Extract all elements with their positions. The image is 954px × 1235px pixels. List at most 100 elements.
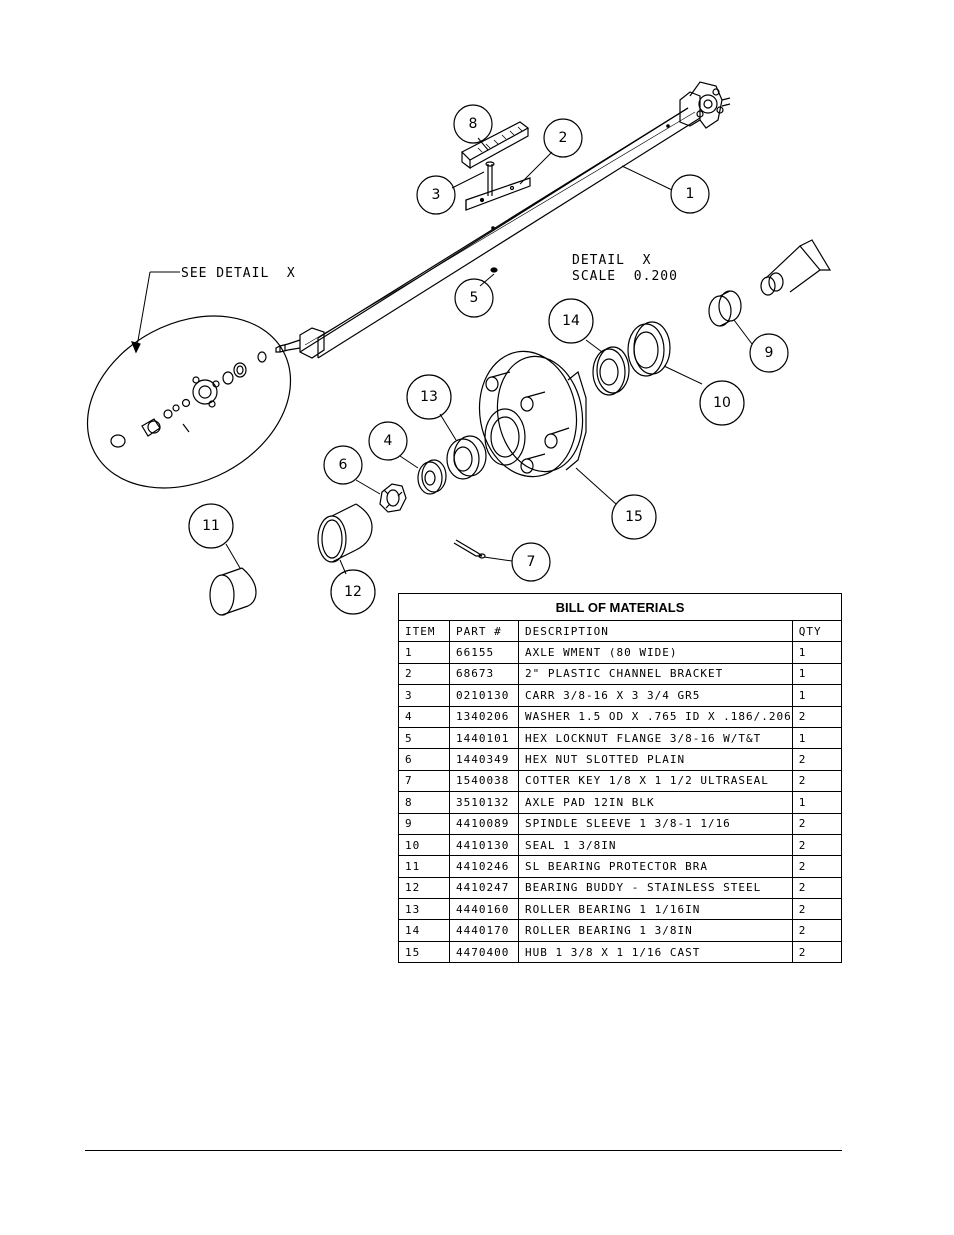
callout-10: 10 — [713, 395, 731, 411]
channel-bracket — [465, 177, 531, 211]
callout-14: 14 — [562, 313, 580, 329]
bom-cell-item: 10 — [398, 833, 450, 857]
callout-7: 7 — [527, 554, 536, 570]
bearing-protector — [209, 567, 257, 616]
bom-cell-item: 2 — [398, 662, 450, 686]
bom-cell-description: SEAL 1 3/8IN — [518, 833, 793, 857]
bom-cell-item: 13 — [398, 898, 450, 921]
bom-cell-description: AXLE PAD 12IN BLK — [518, 791, 793, 814]
bom-cell-qty: 2 — [791, 812, 843, 835]
bom-cell-qty: 2 — [791, 919, 843, 942]
detail-x-bubble — [86, 271, 292, 489]
hub — [478, 350, 587, 478]
bom-cell-item: 3 — [398, 684, 450, 707]
bom-cell-part: 1540038 — [449, 769, 519, 793]
bom-cell-description: HUB 1 3/8 X 1 1/16 CAST — [518, 940, 793, 964]
bill-of-materials-table: BILL OF MATERIALS ITEM PART # DESCRIPTIO… — [398, 593, 843, 964]
bom-cell-qty: 2 — [791, 748, 843, 771]
bom-header-item: ITEM — [398, 619, 450, 643]
bom-cell-item: 8 — [398, 791, 450, 814]
callout-6: 6 — [339, 457, 348, 473]
bom-cell-part: 4410246 — [449, 855, 519, 878]
bom-cell-qty: 2 — [791, 833, 843, 857]
bom-cell-part: 3510132 — [449, 791, 519, 814]
bom-cell-description: AXLE WMENT (80 WIDE) — [518, 641, 793, 664]
bom-cell-item: 11 — [398, 855, 450, 878]
footer-rule — [85, 1150, 842, 1151]
bom-cell-part: 4470400 — [449, 940, 519, 964]
locknut — [490, 267, 498, 273]
bom-cell-part: 68673 — [449, 662, 519, 686]
bom-cell-description: COTTER KEY 1/8 X 1 1/2 ULTRASEAL — [518, 769, 793, 793]
bom-header-part: PART # — [449, 619, 519, 643]
bom-cell-qty: 2 — [791, 876, 843, 900]
bom-cell-description: CARR 3/8-16 X 3 3/4 GR5 — [518, 684, 793, 707]
callout-9: 9 — [765, 345, 774, 361]
callout-circles — [188, 104, 789, 615]
bom-cell-part: 66155 — [449, 641, 519, 664]
bom-cell-part: 4410130 — [449, 833, 519, 857]
bom-header-row: ITEM PART # DESCRIPTION QTY — [398, 619, 843, 643]
bearing-buddy — [317, 503, 373, 563]
bom-cell-item: 12 — [398, 876, 450, 900]
bom-title: BILL OF MATERIALS — [398, 593, 842, 621]
callout-8: 8 — [469, 116, 478, 132]
bom-cell-description: SPINDLE SLEEVE 1 3/8-1 1/16 — [518, 812, 793, 835]
bom-cell-qty: 1 — [791, 684, 843, 707]
see-detail-note: SEE DETAIL X — [181, 266, 296, 281]
roller-bearing-13 — [446, 435, 487, 480]
bom-cell-description: BEARING BUDDY - STAINLESS STEEL — [518, 876, 793, 900]
slotted-nut — [379, 483, 407, 513]
callout-4: 4 — [384, 433, 393, 449]
callout-5: 5 — [470, 290, 479, 306]
callout-15: 15 — [625, 509, 643, 525]
bom-header-description: DESCRIPTION — [518, 619, 793, 643]
callout-12: 12 — [344, 584, 362, 600]
bom-cell-item: 5 — [398, 726, 450, 750]
bom-cell-part: 1440101 — [449, 726, 519, 750]
bom-cell-qty: 2 — [791, 855, 843, 878]
bom-cell-item: 9 — [398, 812, 450, 835]
bom-cell-part: 1440349 — [449, 748, 519, 771]
leader-lines — [225, 137, 753, 575]
spindle-end — [760, 239, 832, 296]
callout-2: 2 — [559, 130, 568, 146]
callout-11: 11 — [202, 518, 220, 534]
bom-cell-qty: 1 — [791, 791, 843, 814]
bom-cell-item: 1 — [398, 641, 450, 664]
bom-cell-description: SL BEARING PROTECTOR BRA — [518, 855, 793, 878]
bom-cell-part: 4410247 — [449, 876, 519, 900]
bom-cell-item: 6 — [398, 748, 450, 771]
bom-cell-item: 7 — [398, 769, 450, 793]
axle-tube — [275, 81, 731, 359]
bom-cell-part: 4440160 — [449, 898, 519, 921]
bom-cell-description: ROLLER BEARING 1 1/16IN — [518, 898, 793, 921]
detail-scale: SCALE 0.200 — [572, 269, 678, 284]
bom-cell-part: 4410089 — [449, 812, 519, 835]
bom-cell-qty: 1 — [791, 726, 843, 750]
bom-cell-qty: 2 — [791, 705, 843, 728]
roller-bearing-14 — [592, 346, 630, 396]
callout-3: 3 — [432, 187, 441, 203]
bom-cell-part: 4440170 — [449, 919, 519, 942]
bom-cell-item: 14 — [398, 919, 450, 942]
washer — [417, 459, 447, 495]
seal-10 — [627, 321, 671, 377]
bom-cell-item: 15 — [398, 940, 450, 964]
